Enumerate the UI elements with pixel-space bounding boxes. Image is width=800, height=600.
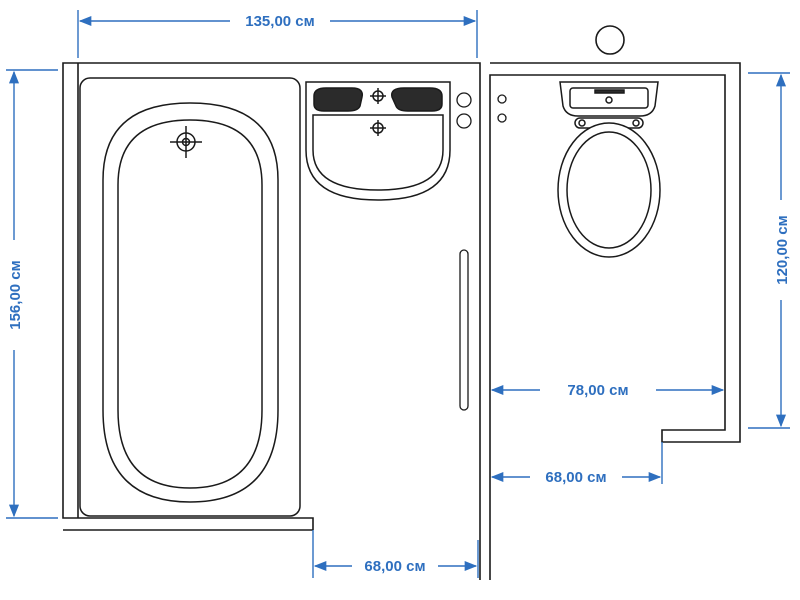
- door-handle: [459, 249, 469, 411]
- washbasin-faucet-icon: [370, 88, 386, 104]
- bathroom-wall: [62, 62, 481, 580]
- dim-left-label: 156,00 см: [7, 260, 24, 330]
- valve-icon: [456, 92, 472, 108]
- dim-bath-door-label: 68,00 см: [364, 558, 425, 575]
- washbasin-soap-dish-left: [313, 87, 364, 112]
- bathtub-drain-icon: [170, 126, 202, 158]
- riser-pipe-icon: [595, 25, 625, 55]
- toilet-bowl: [566, 131, 652, 249]
- walls: [62, 62, 741, 580]
- valve-icon: [456, 113, 472, 129]
- washbasin-drain-icon: [370, 120, 386, 136]
- toilet-room-wall: [489, 62, 741, 580]
- washbasin-icon: [305, 81, 451, 201]
- toilet-button-bar: [594, 89, 625, 94]
- dim-toilet-door-label: 68,00 см: [545, 469, 606, 486]
- toilet-hinge-bolt: [632, 119, 640, 127]
- dim-right-label: 120,00 см: [774, 215, 791, 285]
- bathtub-icon: [79, 77, 301, 517]
- valve-icon: [497, 113, 507, 123]
- toilet-flush-button: [605, 96, 613, 104]
- dimension-lines: [6, 10, 790, 578]
- toilet-hinge-bolt: [578, 119, 586, 127]
- pipe-valves: [456, 92, 507, 129]
- dim-toilet-width-label: 78,00 см: [567, 382, 628, 399]
- washbasin-bowl: [312, 114, 444, 191]
- valve-icon: [497, 94, 507, 104]
- toilet-icon: [557, 81, 661, 258]
- dim-top-label: 135,00 см: [245, 13, 315, 30]
- washbasin-soap-dish-right: [391, 87, 443, 112]
- bathtub-basin-inner: [117, 119, 263, 489]
